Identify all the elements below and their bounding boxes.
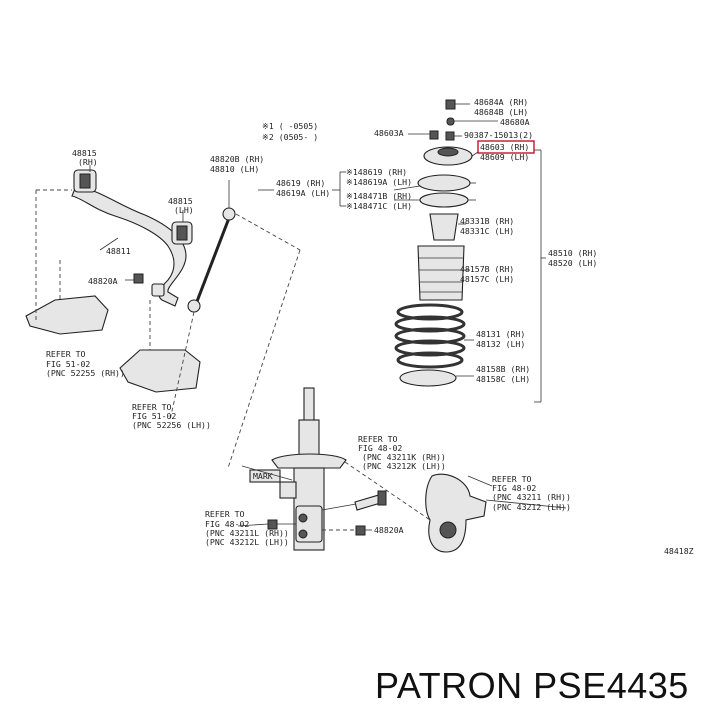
ref-51-b-line2: FIG 51-02	[132, 411, 176, 421]
caption: PATRON PSE4435	[375, 665, 689, 706]
ref-48-b-line2: FIG 48-02	[492, 483, 536, 493]
label-48820a-bar: 48820A	[88, 276, 118, 286]
ref-51-a-line2: FIG 51-02	[46, 359, 90, 369]
diagram-code: 48418Z	[664, 546, 694, 556]
bracket-plate-lower-mid	[119, 349, 201, 393]
label-48810: 48810 (LH)	[210, 164, 259, 174]
strut-spring-seat	[271, 453, 347, 469]
stabilizer-nut-icon	[133, 273, 144, 284]
coil-spring	[394, 303, 466, 369]
link-ball-lower	[187, 299, 201, 313]
bump-stop	[429, 213, 459, 241]
stabilizer-bar	[71, 185, 187, 307]
label-48158b: 48158B (RH)	[476, 364, 530, 374]
label-48684a: 48684A (RH)	[474, 97, 528, 107]
ref-48-c-line2: FIG 48-02	[205, 519, 249, 529]
label-48815-left-sub: (RH)	[78, 157, 98, 167]
label-90387: 90387-15013(2)	[464, 130, 533, 140]
stabilizer-link	[169, 180, 301, 469]
label-48603: 48603 (RH)	[480, 142, 529, 152]
label-48619: 48619 (RH)	[276, 178, 325, 188]
ref-48-c-line4: (PNC 43212L (LH))	[205, 537, 289, 547]
label-48811: 48811	[106, 246, 131, 256]
label-48619a: 48619A (LH)	[276, 188, 330, 198]
strut-knuckle-bracket	[279, 481, 297, 499]
mark-label-box	[249, 469, 281, 483]
label-48331c: 48331C (LH)	[460, 226, 514, 236]
label-48603a: 48603A	[374, 128, 404, 138]
strut-nut-icon	[355, 525, 366, 536]
bracket-plate-lower-left	[25, 295, 109, 335]
ref-48-c-line1: REFER TO	[205, 509, 245, 519]
label-48609: 48609 (LH)	[480, 152, 529, 162]
label-48815-right-sub: (LH)	[174, 205, 194, 215]
label-48820a-strut: 48820A	[374, 525, 404, 535]
label-48157b: 48157B (RH)	[460, 264, 514, 274]
bar-bushing-right-core	[176, 225, 188, 241]
ref-51-b-line3: (PNC 52256 (LH))	[132, 420, 211, 430]
label-48520: 48520 (LH)	[548, 258, 597, 268]
bar-bushing-left-core	[79, 173, 91, 189]
bracket-nut-icon	[267, 519, 278, 530]
label-48815-right: 48815	[168, 196, 193, 206]
label-group-48471c: ※148471C (LH)	[346, 201, 412, 211]
ref-48-a-line2: FIG 48-02	[358, 443, 402, 453]
label-48157c: 48157C (LH)	[460, 274, 514, 284]
label-48815-left: 48815	[72, 148, 97, 158]
ref-51-a-line3: (PNC 52255 (RH))	[46, 368, 125, 378]
label-48158c: 48158C (LH)	[476, 374, 530, 384]
ref-48-c-line3: (PNC 43211L (RH))	[205, 528, 289, 538]
strut-assembly	[237, 387, 431, 551]
upper-nut-icon	[445, 99, 456, 110]
labels: ※1 ( -0505) ※2 (0505- ) 48815 (RH) 48815…	[46, 97, 694, 706]
note-2: ※2 (0505- )	[262, 132, 318, 142]
label-group-48619a: ※148619A (LH)	[346, 177, 412, 187]
label-48820b: 48820B (RH)	[210, 154, 264, 164]
highlight-box	[477, 140, 535, 154]
ref-48-b-line3: (PNC 43211 (RH))	[492, 492, 571, 502]
cap-icon	[446, 117, 455, 126]
mark-label: MARK	[253, 471, 273, 481]
spring-stack	[258, 99, 546, 403]
ref-51-a-line1: REFER TO	[46, 349, 86, 359]
label-48680a: 48680A	[500, 117, 530, 127]
ref-51-b-line1: REFER TO	[132, 402, 172, 412]
lower-spring-seat	[399, 369, 457, 387]
ref-48-b-line1: REFER TO	[492, 474, 532, 484]
ref-48-b-line4: (PNC 43212 (LH))	[492, 502, 571, 512]
bracket-hole-lower	[298, 529, 308, 539]
label-48331b: 48331B (RH)	[460, 216, 514, 226]
bracket-hole-upper	[298, 513, 308, 523]
label-48510: 48510 (RH)	[548, 248, 597, 258]
label-48684b: 48684B (LH)	[474, 107, 528, 117]
steering-knuckle	[425, 473, 567, 553]
label-48131: 48131 (RH)	[476, 329, 525, 339]
strut-bolt-head	[377, 490, 387, 506]
label-group-48619: ※148619 (RH)	[346, 167, 407, 177]
link-ball-upper	[222, 207, 236, 221]
upper-spring-seat	[419, 192, 469, 208]
bar-end-bushing	[151, 283, 165, 297]
ref-48-a-line1: REFER TO	[358, 434, 398, 444]
bolt-icon	[445, 131, 455, 141]
note-1: ※1 ( -0505)	[262, 121, 318, 131]
label-group-48471b: ※148471B (RH)	[346, 191, 412, 201]
strut-mount-center	[437, 147, 459, 157]
dust-boot	[417, 245, 465, 301]
knuckle-hub-hole	[439, 521, 457, 539]
label-48132: 48132 (LH)	[476, 339, 525, 349]
strut-bearing	[417, 174, 471, 192]
knuckle-body	[425, 473, 487, 553]
ref-48-a-line4: (PNC 43212K (LH))	[362, 461, 446, 471]
stabilizer-bar-assembly	[25, 165, 201, 393]
washer-icon	[429, 130, 439, 140]
ref-48-a-line3: (PNC 43211K (RH))	[362, 452, 446, 462]
